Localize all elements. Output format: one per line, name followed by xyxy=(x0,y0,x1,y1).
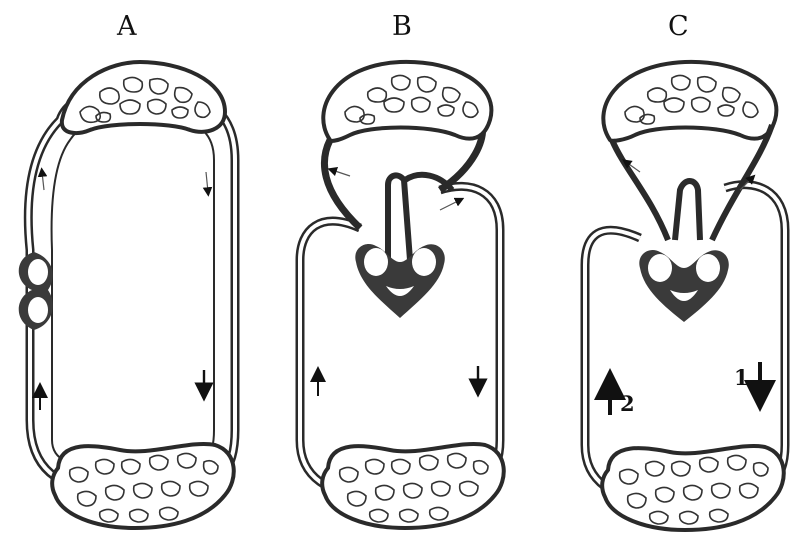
panel-c xyxy=(585,62,785,530)
panel-a xyxy=(19,62,235,528)
b-heart-atrium-left xyxy=(364,248,388,276)
c-pulmonary-left xyxy=(612,140,668,240)
c-capillary-top xyxy=(603,62,776,141)
c-pulmonary-right xyxy=(712,125,772,240)
panel-b xyxy=(300,62,504,528)
a-capillary-bottom xyxy=(52,444,234,528)
c-capillary-bottom xyxy=(602,446,784,530)
c-flow-label-1: 1 xyxy=(734,367,749,388)
c-aorta xyxy=(675,181,700,240)
c-heart-atrium-right xyxy=(696,254,720,282)
b-aorta xyxy=(388,175,410,260)
a-inner-loop xyxy=(52,120,214,468)
b-arrow-pulmonary-left xyxy=(332,170,350,176)
b-arrow-pulmonary-right xyxy=(440,200,460,210)
b-capillary-bottom xyxy=(322,444,504,528)
a-heart-chamber-upper xyxy=(28,259,48,285)
b-heart-atrium-right xyxy=(412,248,436,276)
c-heart-atrium-left xyxy=(648,254,672,282)
a-heart-chamber-lower xyxy=(28,297,48,323)
a-arrow-top-left xyxy=(42,172,44,190)
c-flow-label-2: 2 xyxy=(620,393,635,414)
